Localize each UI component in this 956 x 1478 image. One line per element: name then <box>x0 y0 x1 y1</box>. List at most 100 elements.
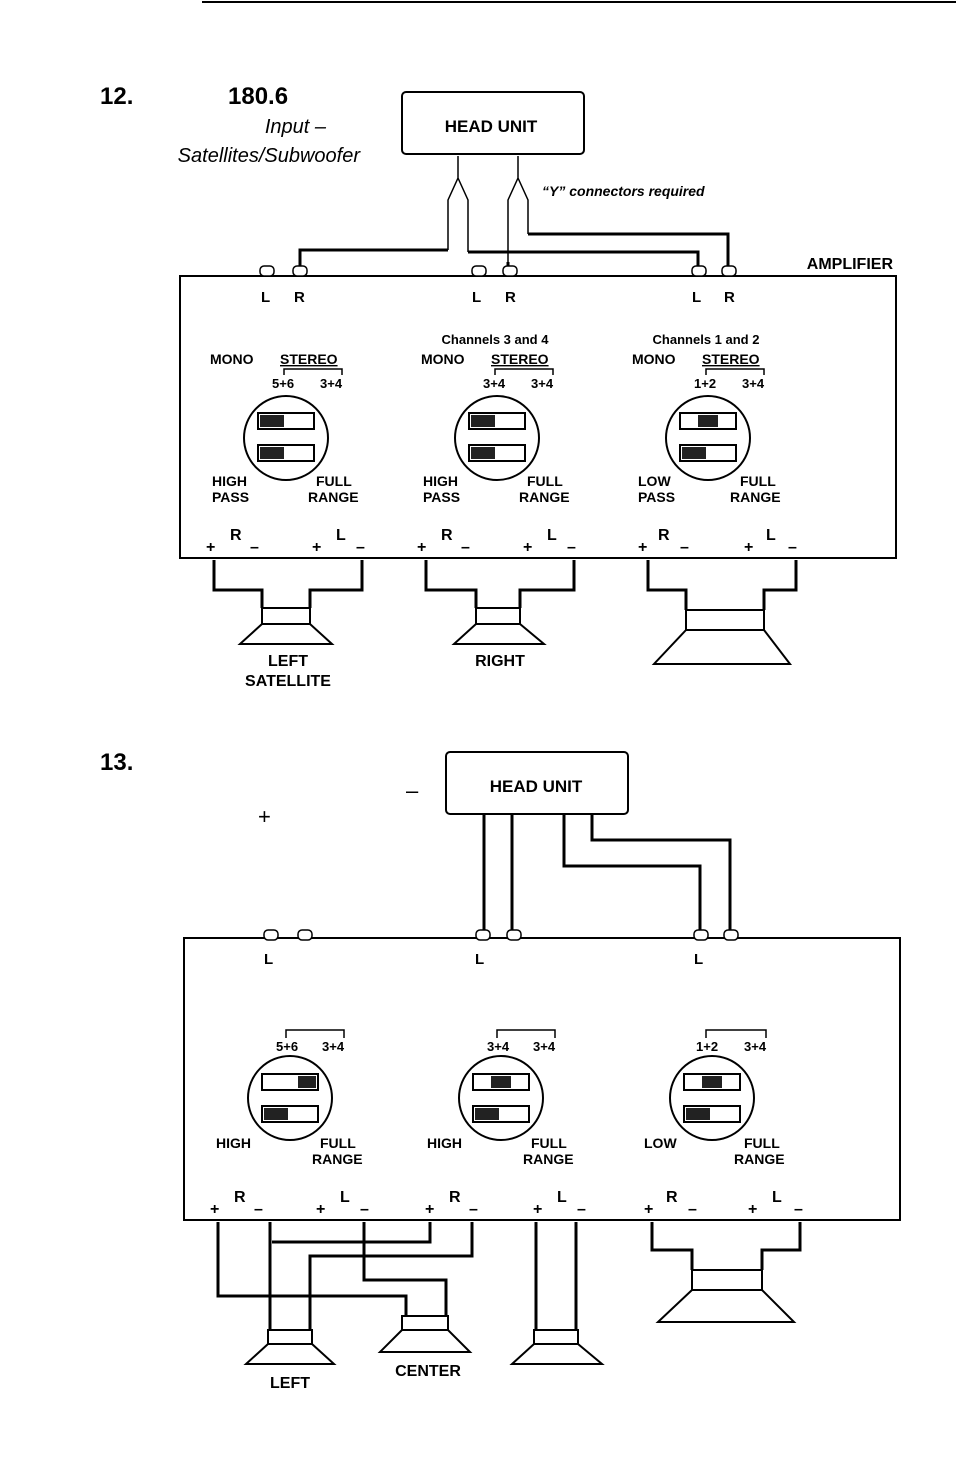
terminal-l: L <box>336 527 346 544</box>
terminal-minus: – <box>794 1201 803 1218</box>
diagram-12-number: 12. <box>100 83 133 110</box>
crossover-full: FULL <box>744 1135 780 1151</box>
input-wire-13d <box>590 814 732 932</box>
speaker-wire-13-f <box>534 1222 578 1330</box>
crossover-full: FULL <box>320 1135 356 1151</box>
amp12-section-2: L R Channels 3 and 4 MONO STEREO 3+4 3+4… <box>417 289 576 556</box>
terminal-plus: + <box>748 1201 757 1218</box>
terminal-r: R <box>449 1189 461 1206</box>
terminal-minus: – <box>356 539 365 556</box>
speaker-center-13 <box>377 1315 473 1353</box>
crossover-pass: PASS <box>423 489 460 505</box>
crossover-range: RANGE <box>730 489 781 505</box>
wire-input-1r <box>298 248 448 270</box>
diagram-12-caption-line2: Satellites/Subwoofer <box>178 145 362 167</box>
speaker-wire-13-g <box>650 1222 802 1270</box>
input-jack <box>263 929 279 941</box>
terminal-plus: + <box>523 539 532 556</box>
terminal-l: L <box>766 527 776 544</box>
input-jacks <box>259 265 737 277</box>
speaker-left-satellite <box>237 607 335 645</box>
diagram-13-plus: + <box>258 804 271 829</box>
crossover-high: HIGH <box>212 473 247 489</box>
speaker-subwoofer <box>651 609 793 665</box>
switch-panel <box>454 395 540 481</box>
crossover-high: HIGH <box>423 473 458 489</box>
crossover-full: FULL <box>316 473 352 489</box>
speaker-satellite-label: SATELLITE <box>245 673 331 690</box>
input-jack <box>475 929 491 941</box>
wire-input-3r <box>528 232 730 270</box>
input-label-l: L <box>692 289 701 306</box>
mode-switch-knob <box>702 1076 722 1088</box>
speaker-left-label: LEFT <box>268 653 308 670</box>
speaker-left-label-13: LEFT <box>270 1375 310 1392</box>
speaker-right-13 <box>509 1329 605 1365</box>
terminal-minus: – <box>360 1201 369 1218</box>
y-connector-left <box>447 156 469 252</box>
head-unit-label-13: HEAD UNIT <box>490 777 583 796</box>
mode-mono: MONO <box>421 351 465 367</box>
input-label-l: L <box>264 951 273 968</box>
y-connector-right <box>507 156 529 262</box>
terminal-r: R <box>441 527 453 544</box>
switch-option-b: 3+4 <box>531 376 554 391</box>
terminal-plus: + <box>744 539 753 556</box>
diagram-12: 12. 180.6 Input – Satellites/Subwoofer H… <box>100 83 897 690</box>
terminal-minus: – <box>469 1201 478 1218</box>
mode-stereo: STEREO <box>280 351 338 367</box>
speaker-wire-subwoofer <box>646 560 798 610</box>
speaker-wire-13-c <box>272 1222 432 1244</box>
head-unit-box <box>401 91 585 155</box>
switch-option-b: 3+4 <box>322 1039 345 1054</box>
speaker-center-label-13: CENTER <box>395 1363 461 1380</box>
switch-option-b: 3+4 <box>320 376 343 391</box>
crossover-range: RANGE <box>734 1151 785 1167</box>
head-unit-box-13 <box>445 751 629 815</box>
diagram-13-number: 13. <box>100 749 133 776</box>
crossover-low: LOW <box>638 473 671 489</box>
terminal-plus: + <box>316 1201 325 1218</box>
terminal-l: L <box>557 1189 567 1206</box>
mode-stereo: STEREO <box>702 351 760 367</box>
crossover-full: FULL <box>531 1135 567 1151</box>
switch-panel <box>243 395 329 481</box>
amp12-section-3: L R Channels 1 and 2 MONO STEREO 1+2 3+4… <box>632 289 797 556</box>
speaker-left-13 <box>243 1329 337 1365</box>
crossover-pass: PASS <box>638 489 675 505</box>
speaker-wire-left <box>212 560 364 608</box>
input-jack <box>471 265 487 277</box>
switch-bracket <box>285 1029 345 1038</box>
input-label-l: L <box>261 289 270 306</box>
mode-switch-knob <box>260 415 284 427</box>
speaker-subwoofer-13 <box>655 1269 797 1323</box>
switch-option-a: 3+4 <box>483 376 506 391</box>
input-jack <box>691 265 707 277</box>
terminal-minus: – <box>788 539 797 556</box>
input-jack <box>292 265 308 277</box>
input-label-r: R <box>294 289 305 306</box>
mode-switch-knob <box>698 415 718 427</box>
terminal-r: R <box>234 1189 246 1206</box>
switch-option-a: 3+4 <box>487 1039 510 1054</box>
switch-panel <box>247 1055 333 1141</box>
speaker-wire-right <box>424 560 576 608</box>
input-label-l: L <box>694 951 703 968</box>
terminal-minus: – <box>567 539 576 556</box>
speaker-right-satellite <box>451 607 547 645</box>
mode-switch-knob <box>298 1076 316 1088</box>
speaker-wire-13-d <box>308 1222 474 1330</box>
diagram-13-dash: – <box>406 778 419 803</box>
diagram-12-caption-line1: Input – <box>265 116 327 138</box>
input-label-l: L <box>472 289 481 306</box>
amplifier-label: AMPLIFIER <box>807 256 894 273</box>
terminal-l: L <box>547 527 557 544</box>
switch-option-b: 3+4 <box>742 376 765 391</box>
amp12-section-1: L R MONO STEREO 5+6 3+4 HIGH PASS FULL R… <box>206 289 365 556</box>
crossover-range: RANGE <box>519 489 570 505</box>
channels-title: Channels 1 and 2 <box>653 332 760 347</box>
switch-option-a: 5+6 <box>272 376 294 391</box>
head-unit-label: HEAD UNIT <box>445 117 538 136</box>
mode-stereo: STEREO <box>491 351 549 367</box>
